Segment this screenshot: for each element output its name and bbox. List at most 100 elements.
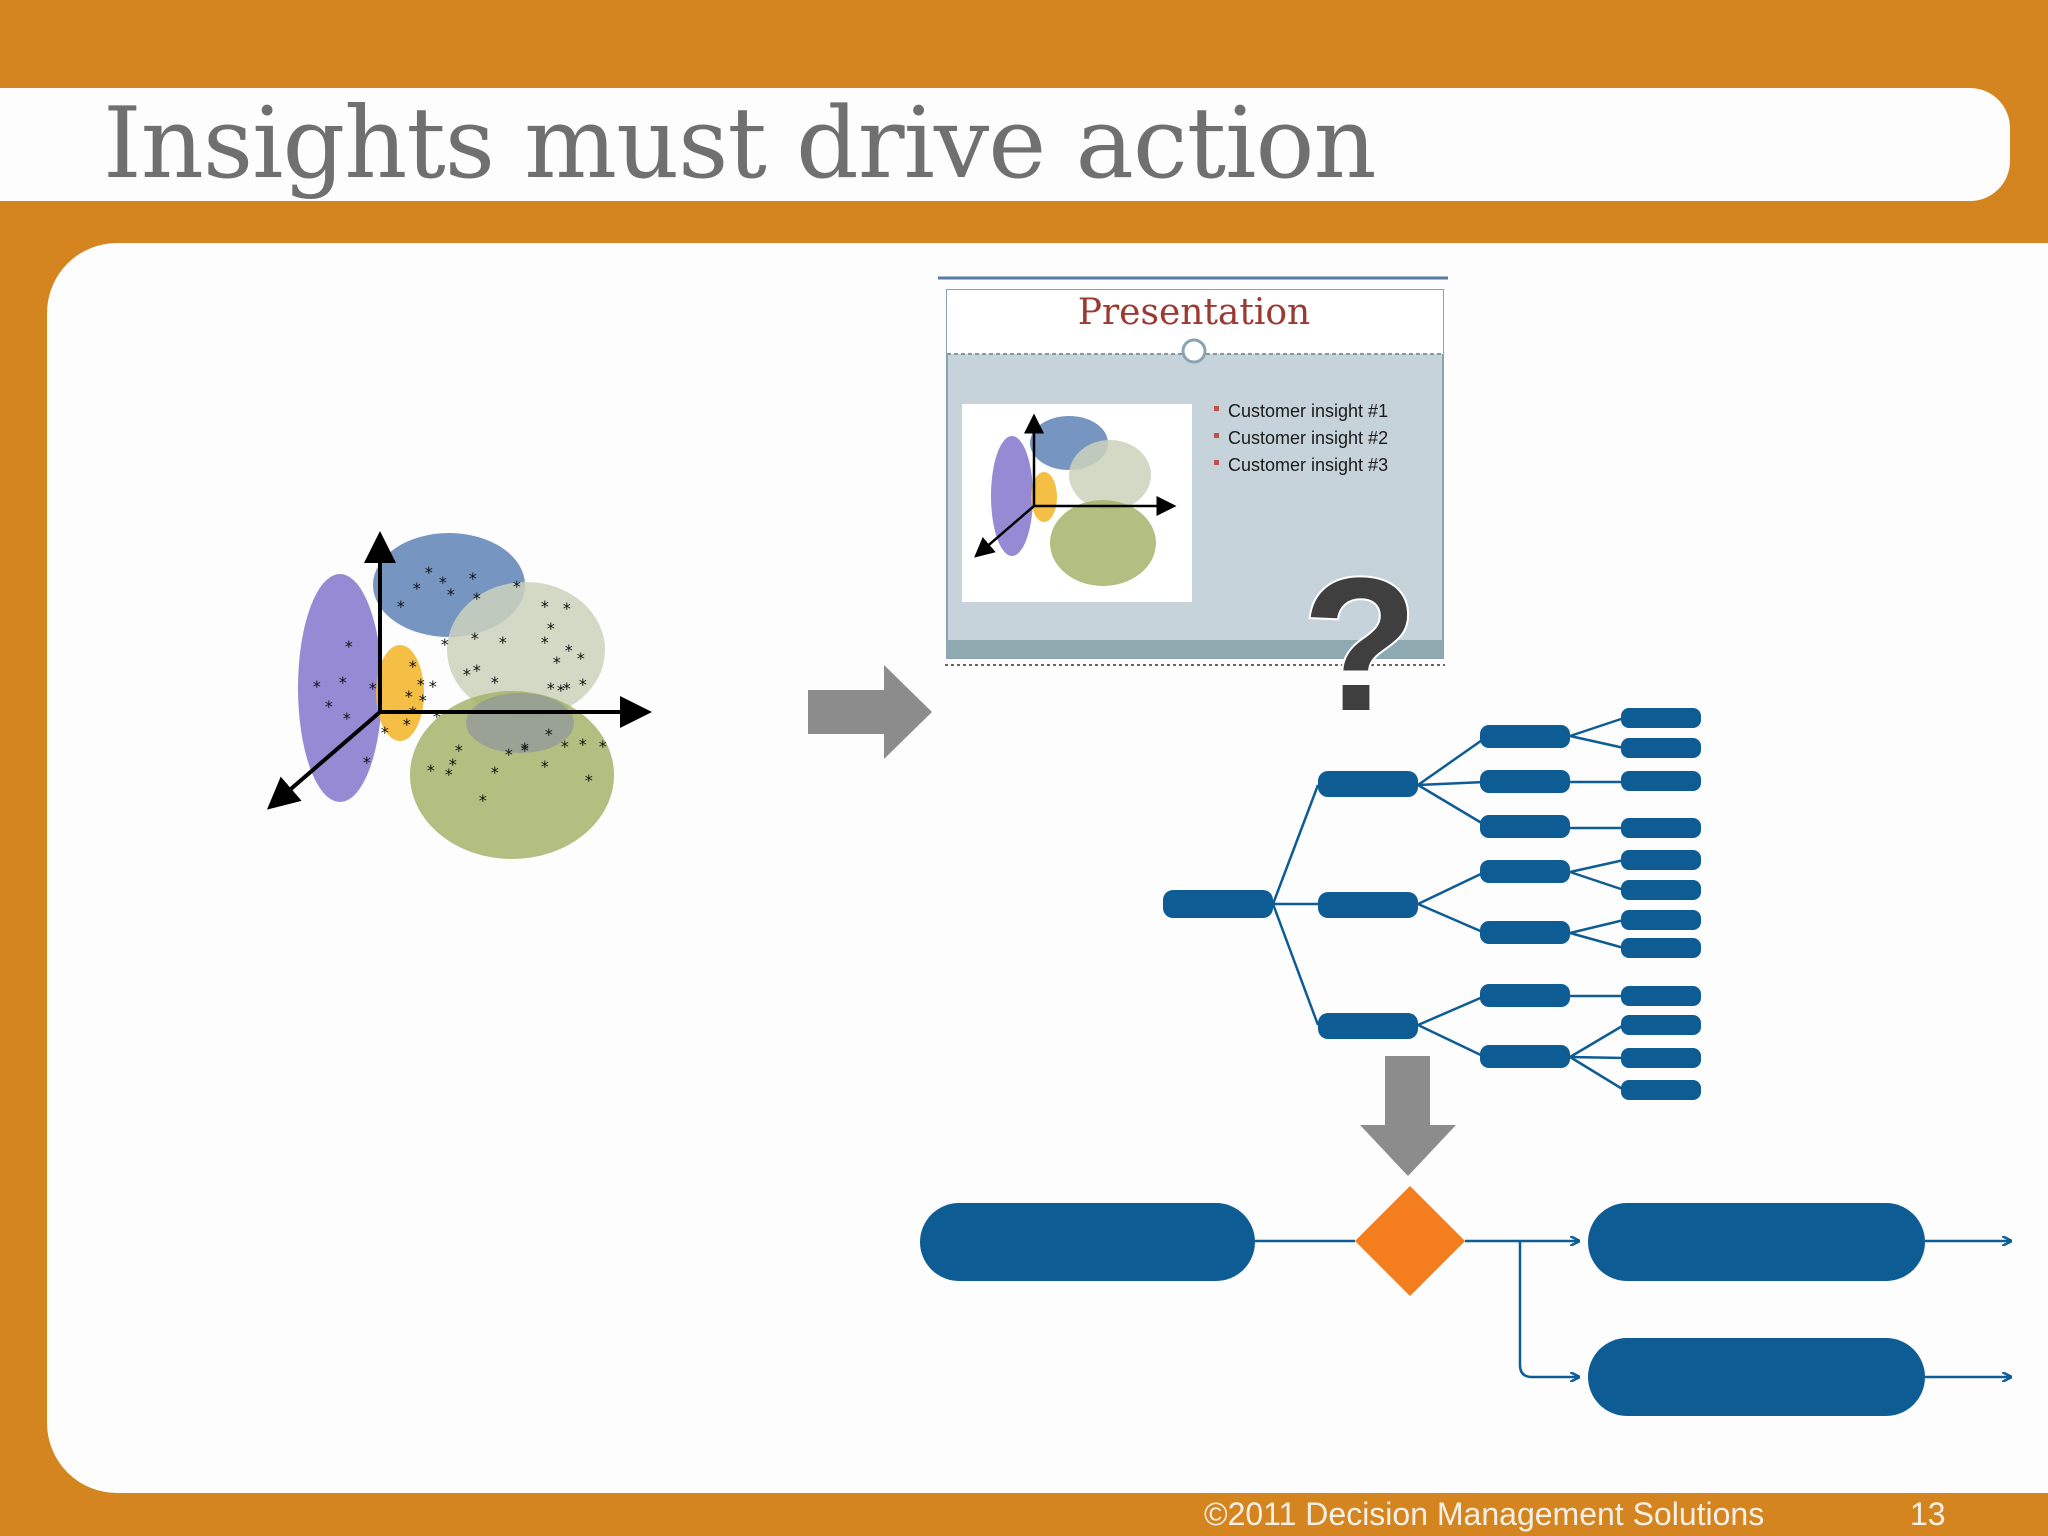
scatter-point: *	[448, 755, 458, 774]
scatter-point: *	[402, 715, 412, 734]
scatter-point: *	[468, 569, 478, 588]
decision-tree	[1271, 716, 1625, 1092]
thumbnail-cluster	[974, 413, 1177, 586]
bullet-1: Customer insight #1	[1228, 401, 1388, 421]
scatter-point: *	[412, 579, 422, 598]
tree-leaf	[1621, 986, 1701, 1006]
scatter-point: *	[490, 673, 500, 692]
scatter-points: ****************************************…	[312, 563, 608, 810]
scatter-point: *	[556, 681, 566, 700]
scatter-point: *	[562, 679, 572, 698]
scatter-point: *	[598, 737, 608, 756]
cluster-light	[447, 582, 605, 718]
scatter-point: *	[408, 657, 418, 676]
tree-leaf	[1621, 738, 1701, 758]
scatter-point: *	[552, 653, 562, 672]
tree-leaf	[1621, 938, 1701, 958]
tree-leaf	[1621, 1080, 1701, 1100]
scatter-point: *	[324, 697, 334, 716]
scatter-point: *	[462, 665, 472, 684]
gray-right-arrow	[808, 665, 932, 759]
tree-node	[1480, 984, 1570, 1007]
page-number: 13	[1910, 1496, 1946, 1532]
process-outcome-node-2	[1588, 1338, 1925, 1416]
scatter-point: *	[416, 675, 426, 694]
scatter-point: *	[380, 723, 390, 742]
scatter-point: *	[426, 761, 436, 780]
process-flow	[920, 1186, 2010, 1416]
thumbnail-bullets: Customer insight #1 Customer insight #2 …	[1214, 401, 1388, 475]
scatter-point: *	[540, 597, 550, 616]
gray-down-arrow	[1360, 1056, 1456, 1176]
scatter-point: *	[512, 577, 522, 596]
scatter-point: *	[362, 753, 372, 772]
scatter-point: *	[396, 597, 406, 616]
scatter-point: *	[472, 589, 482, 608]
tree-node	[1480, 815, 1570, 838]
cluster-diagram: ****************************************…	[266, 531, 652, 859]
scatter-point: *	[408, 703, 418, 722]
cluster-yellow	[376, 645, 424, 741]
scatter-point: *	[312, 677, 322, 696]
tree-node	[1480, 1045, 1570, 1068]
tree-leaf	[1621, 880, 1701, 900]
scatter-point: *	[424, 563, 434, 582]
scatter-point: *	[584, 771, 594, 790]
scatter-point: *	[418, 691, 428, 710]
tree-node	[1480, 770, 1570, 793]
scatter-point: *	[338, 673, 348, 692]
tree-node	[1480, 725, 1570, 748]
axis-z	[266, 710, 382, 810]
scatter-point: *	[562, 599, 572, 618]
scatter-point: *	[578, 735, 588, 754]
scatter-point: *	[540, 757, 550, 776]
scatter-point: *	[344, 637, 354, 656]
cluster-gray-overlap	[466, 693, 574, 753]
scatter-point: *	[520, 739, 530, 758]
bullet-2: Customer insight #2	[1228, 428, 1388, 448]
scatter-point: *	[564, 641, 574, 660]
slide-title: Insights must drive action	[103, 87, 1377, 201]
tree-leaf	[1621, 818, 1701, 838]
tree-node	[1318, 1013, 1418, 1039]
scatter-point: *	[428, 677, 438, 696]
tree-leaf	[1621, 708, 1701, 728]
tree-leaf	[1621, 910, 1701, 930]
scatter-point: *	[504, 745, 514, 764]
scatter-point: *	[440, 635, 450, 654]
scatter-point: *	[472, 661, 482, 680]
question-mark: ?	[1302, 539, 1418, 751]
scatter-point: *	[444, 765, 454, 784]
scatter-point: *	[404, 687, 414, 706]
scatter-point: *	[540, 633, 550, 652]
tree-root-node	[1163, 890, 1273, 918]
scatter-point: *	[438, 573, 448, 592]
process-outcome-node-1	[1588, 1203, 1925, 1281]
decision-diamond	[1355, 1186, 1465, 1296]
thumbnail-title: Presentation	[1078, 292, 1310, 333]
tree-node	[1480, 921, 1570, 944]
scatter-point: *	[576, 649, 586, 668]
scatter-point: *	[470, 629, 480, 648]
scatter-point: *	[544, 725, 554, 744]
scatter-point: *	[560, 737, 570, 756]
scatter-point: *	[446, 585, 456, 604]
scatter-point: *	[498, 633, 508, 652]
scatter-point: *	[520, 741, 530, 760]
tree-leaf	[1621, 771, 1701, 791]
process-start-node	[920, 1203, 1255, 1281]
presentation-thumbnail: Presentation Customer insight #1 Custome…	[938, 276, 1448, 753]
cluster-purple	[298, 574, 382, 802]
scatter-point: *	[578, 675, 588, 694]
scatter-point: *	[342, 709, 352, 728]
title-band	[0, 88, 2010, 201]
tree-node	[1480, 860, 1570, 883]
tree-node	[1318, 892, 1418, 918]
scatter-point: *	[546, 679, 556, 698]
scatter-point: *	[432, 707, 442, 726]
tree-leaf	[1621, 1015, 1701, 1035]
footer-copyright: ©2011 Decision Management Solutions	[1204, 1496, 1765, 1532]
scatter-point: *	[490, 763, 500, 782]
scatter-point: *	[368, 679, 378, 698]
